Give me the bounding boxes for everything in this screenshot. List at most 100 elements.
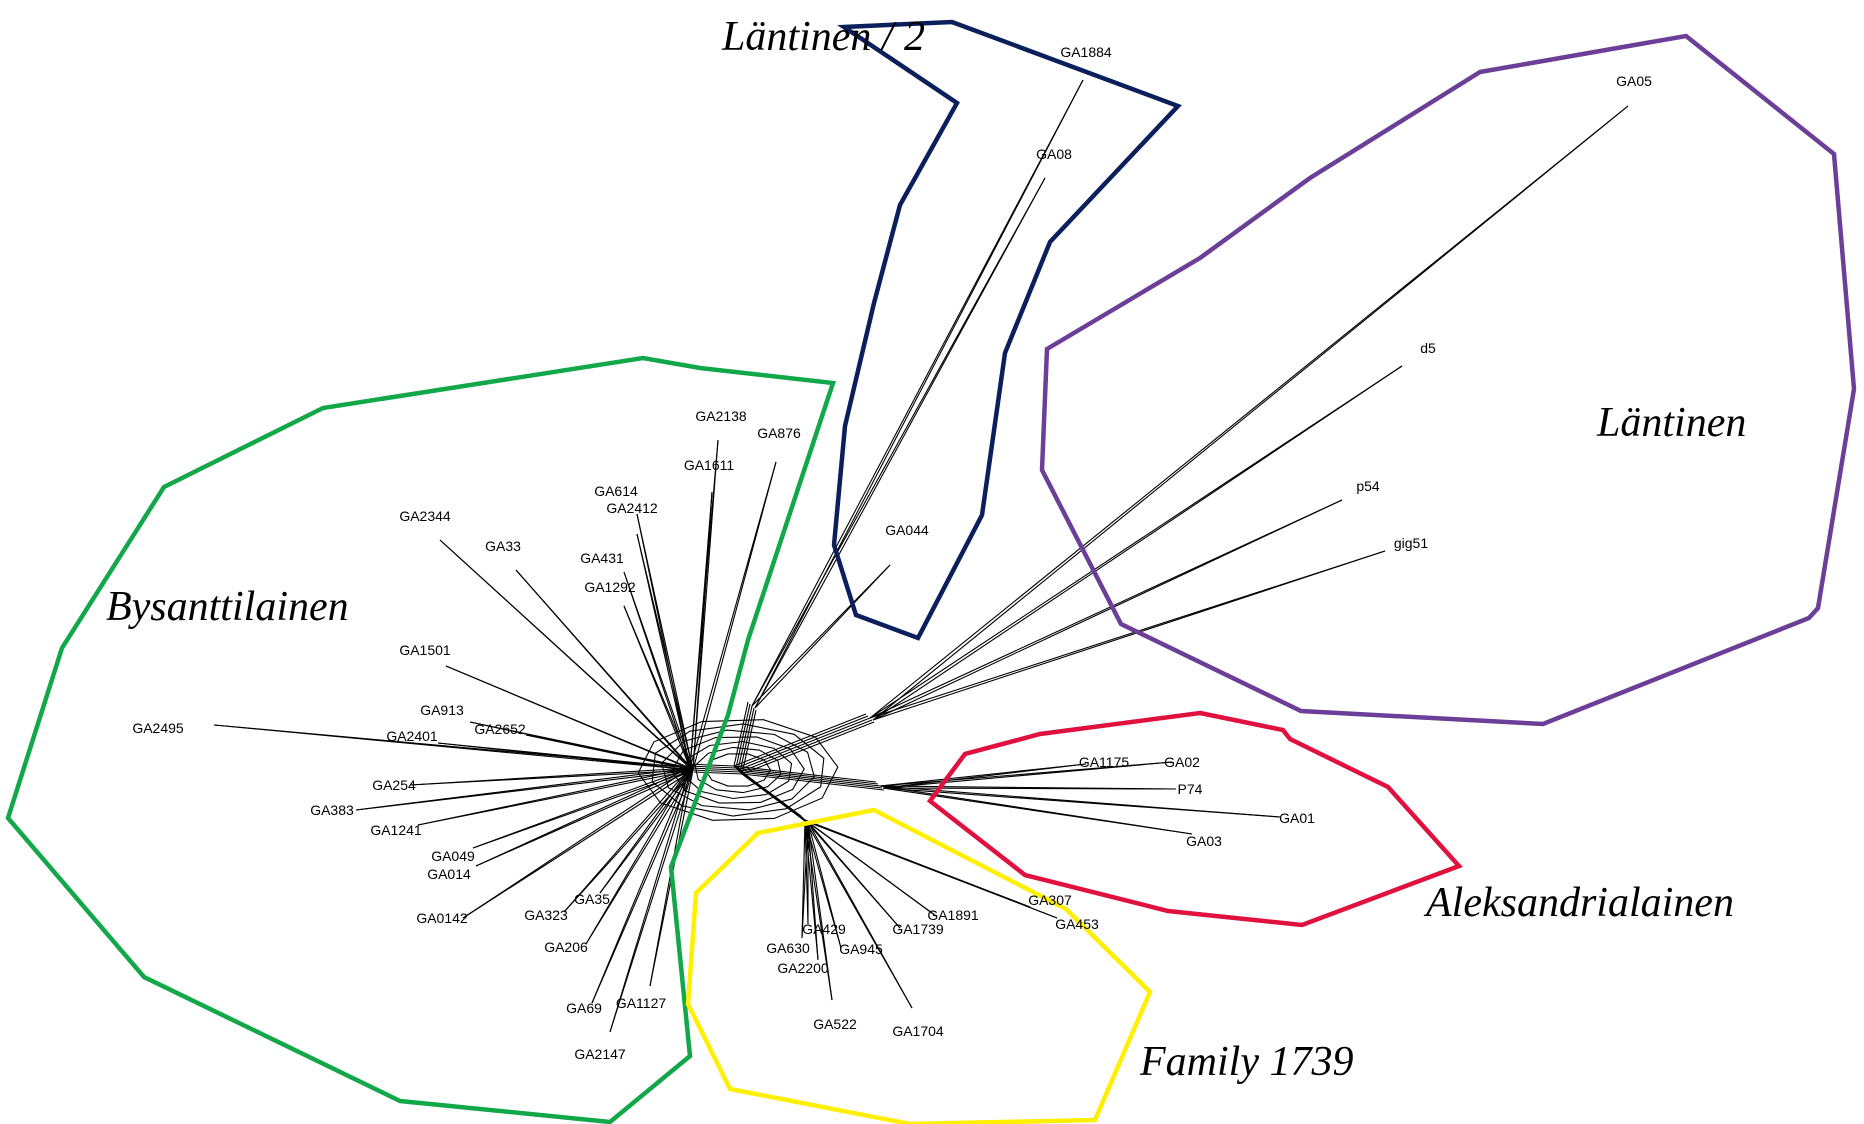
taxon-edge-parallel-ga453 <box>807 821 1058 919</box>
taxon-label-ga2138: GA2138 <box>695 408 747 424</box>
split-edge <box>737 769 881 787</box>
group-hull-byzantine <box>5 355 837 1124</box>
taxon-label-d5: d5 <box>1420 340 1436 356</box>
taxon-edge-parallel-ga02 <box>882 761 1173 789</box>
taxon-edge-parallel-ga614 <box>636 513 694 771</box>
group-title-western2: Läntinen / 2 <box>721 14 925 60</box>
taxon-label-ga383: GA383 <box>310 802 354 818</box>
taxon-edge-parallel-ga431 <box>623 571 694 771</box>
split-edge <box>737 705 753 771</box>
taxon-label-ga206: GA206 <box>544 939 588 955</box>
taxon-label-ga049: GA049 <box>431 848 475 864</box>
taxon-edge-ga876 <box>689 461 777 769</box>
split-edge <box>733 701 749 767</box>
split-edge <box>735 703 751 769</box>
split-edge <box>739 771 883 789</box>
taxon-edge-parallel-ga383 <box>355 769 694 811</box>
taxon-label-ga1127: GA1127 <box>616 995 667 1011</box>
taxon-label-ga35: GA35 <box>574 891 610 907</box>
taxon-edge-ga35 <box>599 767 691 894</box>
taxon-label-ga945: GA945 <box>839 941 883 957</box>
taxon-edge-parallel-p54 <box>872 499 1343 721</box>
split-edge <box>739 707 755 773</box>
taxon-edge-parallel-ga0142 <box>462 769 694 919</box>
taxon-label-ga1611: GA1611 <box>684 457 735 473</box>
taxon-label-ga1292: GA1292 <box>584 579 636 595</box>
split-edge <box>737 717 871 771</box>
group-hull-alexandrian <box>926 710 1463 928</box>
taxon-label-p74: P74 <box>1178 781 1203 797</box>
split-edge <box>691 769 741 773</box>
taxon-edge-parallel-ga206 <box>585 769 694 945</box>
taxon-label-ga1241: GA1241 <box>370 822 422 838</box>
taxon-label-ga254: GA254 <box>372 777 416 793</box>
taxon-edge-ga323 <box>563 767 691 913</box>
split-edge <box>733 713 867 767</box>
taxon-label-ga08: GA08 <box>1036 146 1072 162</box>
taxon-edge-parallel-d5 <box>872 365 1403 721</box>
group-hull-family1739 <box>685 807 1153 1124</box>
taxon-edge-parallel-ga014 <box>475 769 694 867</box>
taxon-edge-parallel-ga33 <box>515 569 694 771</box>
group-title-family1739: Family 1739 <box>1139 1039 1353 1085</box>
split-network <box>213 79 1629 1033</box>
group-title-alexandrian: Aleksandrialainen <box>1423 880 1734 926</box>
taxon-label-gig51: gig51 <box>1394 535 1428 551</box>
group-title-western: Läntinen <box>1596 400 1746 446</box>
taxon-label-ga1175: GA1175 <box>1079 754 1130 770</box>
taxon-edge-ga044 <box>751 564 891 707</box>
taxon-label-ga2344: GA2344 <box>399 508 451 524</box>
taxon-label-ga1739: GA1739 <box>892 921 944 937</box>
taxon-label-ga2412: GA2412 <box>606 500 658 516</box>
taxon-edge-parallel-ga876 <box>692 461 777 771</box>
taxon-label-ga307: GA307 <box>1028 892 1072 908</box>
taxon-edge-parallel-ga1175 <box>882 763 1087 789</box>
taxon-label-ga0142: GA0142 <box>416 910 468 926</box>
taxon-edge-parallel-ga05 <box>872 105 1629 721</box>
taxon-label-ga2147: GA2147 <box>574 1046 626 1062</box>
taxon-label-ga630: GA630 <box>766 940 810 956</box>
split-edge <box>733 765 877 783</box>
network-core-ring <box>651 723 825 817</box>
taxon-label-ga323: GA323 <box>524 907 568 923</box>
taxon-edge-ga1884 <box>751 79 1084 707</box>
taxon-label-ga2495: GA2495 <box>132 720 184 736</box>
group-hull-western <box>1039 33 1857 727</box>
taxon-label-ga044: GA044 <box>885 522 929 538</box>
taxon-label-ga913: GA913 <box>420 702 464 718</box>
split-edge <box>741 709 757 775</box>
taxon-label-ga614: GA614 <box>594 483 638 499</box>
taxon-edge-parallel-ga01 <box>882 787 1281 818</box>
taxon-edge-parallel-ga1704 <box>807 821 913 1009</box>
taxon-edge-parallel-ga69 <box>591 769 694 1004</box>
taxon-label-ga1501: GA1501 <box>399 642 451 658</box>
taxon-label-ga429: GA429 <box>802 921 846 937</box>
taxon-label-ga453: GA453 <box>1055 916 1099 932</box>
taxon-edge-parallel-ga2412 <box>636 533 694 771</box>
taxon-label-ga1884: GA1884 <box>1060 44 1112 60</box>
group-titles: Läntinen / 2LäntinenBysanttilainenAleksa… <box>106 14 1746 1085</box>
taxon-label-ga03: GA03 <box>1186 833 1222 849</box>
taxon-edge-ga05 <box>869 105 1629 719</box>
group-hulls <box>5 19 1857 1124</box>
taxon-edge-parallel-ga1611 <box>692 491 713 771</box>
taxon-label-ga02: GA02 <box>1164 754 1200 770</box>
taxon-label-ga431: GA431 <box>580 550 624 566</box>
taxon-edge-parallel-ga522 <box>807 821 833 1001</box>
taxon-edge-parallel-ga08 <box>754 177 1046 709</box>
taxon-label-ga01: GA01 <box>1279 810 1315 826</box>
taxon-labels: GA1884GA08GA044GA05d5p54gig51GA2138GA876… <box>132 44 1652 1062</box>
split-edge <box>739 719 873 773</box>
taxon-edge-ga0142 <box>462 767 691 919</box>
taxon-edge-parallel-ga945 <box>807 821 842 949</box>
taxon-edge-ga08 <box>751 177 1046 707</box>
taxon-label-ga2200: GA2200 <box>777 960 829 976</box>
split-edge <box>693 771 743 775</box>
taxon-edge-parallel-p74 <box>882 787 1177 790</box>
taxon-edge-ga206 <box>585 767 691 945</box>
split-edge <box>741 773 810 825</box>
taxon-edge-parallel-ga1241 <box>417 769 694 826</box>
taxon-label-ga2401: GA2401 <box>386 728 438 744</box>
taxon-edge-parallel-ga2652 <box>525 734 694 771</box>
